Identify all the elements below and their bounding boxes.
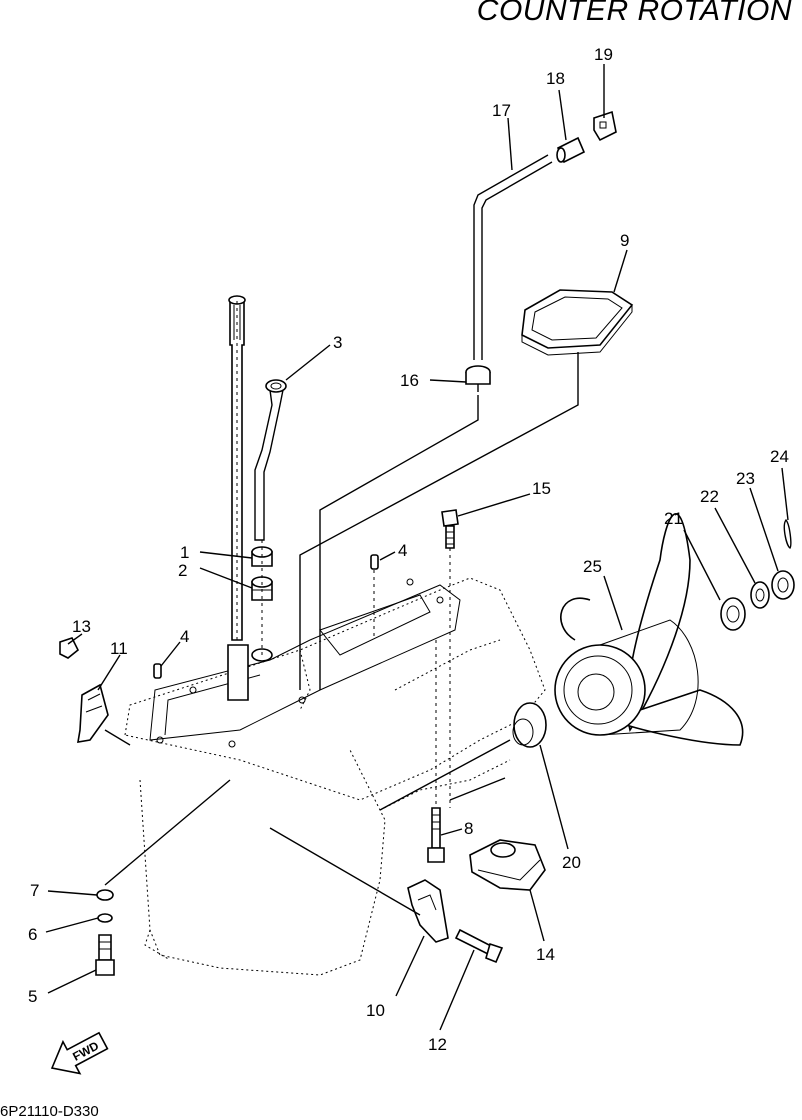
fwd-arrow: FWD (50, 1031, 109, 1075)
side-bracket (59, 637, 109, 743)
leader-lines (45, 64, 789, 1031)
trim-tab-anode (469, 839, 546, 891)
callout-17: 17 (492, 101, 511, 120)
callout-6: 6 (28, 925, 37, 944)
thrust-washer (512, 702, 547, 748)
callout-12: 12 (428, 1035, 447, 1054)
callout-4-right: 4 (398, 541, 407, 560)
bolt-15 (441, 509, 459, 549)
drive-shaft (227, 295, 249, 701)
callout-13: 13 (72, 617, 91, 636)
water-tube (254, 379, 287, 541)
speedometer-assembly (465, 110, 617, 392)
callout-9: 9 (620, 231, 629, 250)
callout-4-left: 4 (180, 627, 189, 646)
callout-2: 2 (178, 561, 187, 580)
dowel-pins (153, 554, 379, 679)
callout-22: 22 (700, 487, 719, 506)
callout-24: 24 (770, 447, 789, 466)
callout-5: 5 (28, 987, 37, 1006)
callout-20: 20 (562, 853, 581, 872)
callout-19: 19 (594, 45, 613, 64)
callout-14: 14 (536, 945, 555, 964)
callout-18: 18 (546, 69, 565, 88)
casing-top-plate (149, 578, 461, 748)
prop-hardware (720, 518, 795, 631)
callout-21: 21 (664, 509, 683, 528)
callout-11: 11 (110, 639, 128, 658)
callout-1: 1 (180, 543, 189, 562)
callout-8: 8 (464, 819, 473, 838)
callout-10: 10 (366, 1001, 385, 1020)
callout-3: 3 (333, 333, 342, 352)
callout-16: 16 (400, 371, 419, 390)
speed-bracket (407, 879, 504, 964)
propeller (554, 513, 744, 746)
callout-7: 7 (30, 881, 39, 900)
page-title: COUNTER ROTATION (476, 0, 792, 27)
lower-casing (124, 577, 546, 976)
callout-15: 15 (532, 479, 551, 498)
assembly-lines (104, 300, 579, 916)
drawing-code: 6P21110-D330 (0, 1103, 99, 1120)
drain-plug (95, 889, 115, 976)
callout-23: 23 (736, 469, 755, 488)
bolt-8 (427, 807, 445, 863)
callout-25: 25 (583, 557, 602, 576)
callout-labels: 1 2 3 4 4 5 6 7 8 9 10 11 12 13 14 15 16… (28, 45, 789, 1054)
gasket (521, 289, 634, 356)
